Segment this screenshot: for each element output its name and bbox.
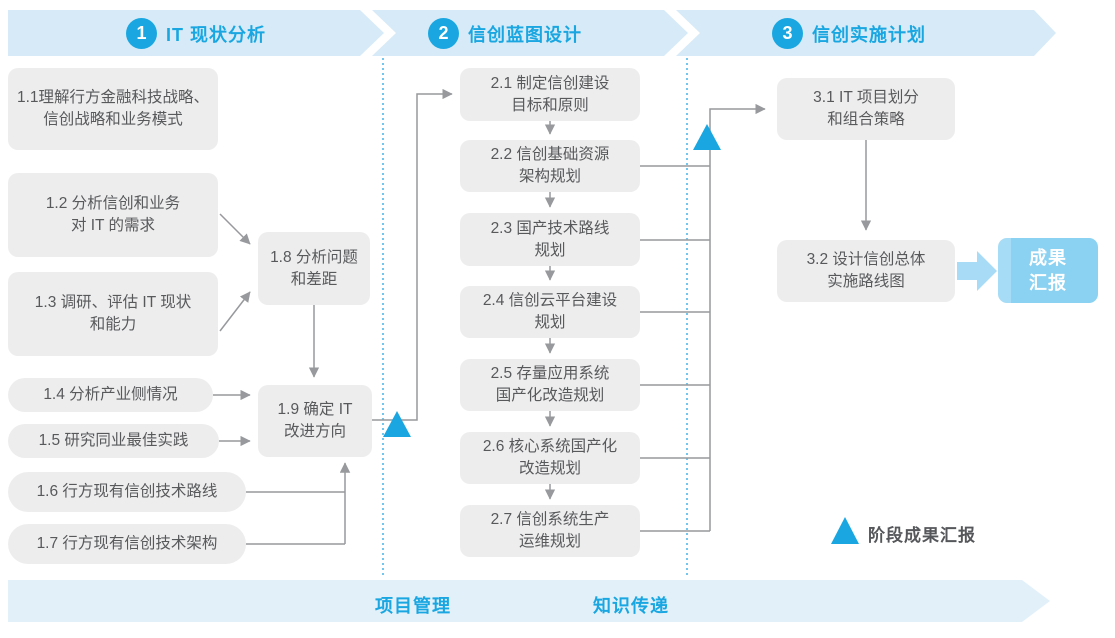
milestone-triangle-phase2-icon	[693, 124, 721, 150]
step-2-6-box: 2.6 核心系统国产化 改造规划	[460, 432, 640, 484]
phase-2-label: 信创蓝图设计	[468, 24, 582, 45]
legend-triangle-icon	[831, 517, 859, 544]
phase-1-header: 1 IT 现状分析	[126, 18, 266, 49]
milestone-triangle-phase1-icon	[383, 411, 411, 437]
step-2-2-box: 2.2 信创基础资源 架构规划	[460, 140, 640, 192]
connector-lines	[213, 88, 872, 545]
result-report-box: 成果 汇报	[998, 238, 1098, 303]
step-1-4-box: 1.4 分析产业侧情况	[8, 378, 213, 412]
step-1-2-box: 1.2 分析信创和业务 对 IT 的需求	[8, 173, 218, 257]
step-1-7-box: 1.7 行方现有信创技术架构	[8, 524, 246, 564]
phase-1-number-badge: 1	[126, 18, 157, 49]
phase-3-label: 信创实施计划	[812, 24, 926, 45]
bottom-label-knowledge-transfer: 知识传递	[593, 596, 669, 616]
step-1-5-box: 1.5 研究同业最佳实践	[8, 424, 219, 458]
legend-label: 阶段成果汇报	[868, 526, 976, 545]
step-1-3-box: 1.3 调研、评估 IT 现状 和能力	[8, 272, 218, 356]
phase-3-number-badge: 3	[772, 18, 803, 49]
phase-3-header: 3 信创实施计划	[772, 18, 926, 49]
step-2-5-box: 2.5 存量应用系统 国产化改造规划	[460, 359, 640, 411]
step-3-2-box: 3.2 设计信创总体 实施路线图	[777, 240, 955, 302]
phase-1-label: IT 现状分析	[166, 24, 266, 45]
phase-divider-dotted-lines	[382, 58, 688, 577]
bottom-band	[8, 580, 1050, 622]
step-1-8-box: 1.8 分析问题 和差距	[258, 232, 370, 305]
step-2-7-box: 2.7 信创系统生产 运维规划	[460, 505, 640, 557]
step-2-3-box: 2.3 国产技术路线 规划	[460, 213, 640, 266]
step-3-1-box: 3.1 IT 项目划分 和组合策略	[777, 78, 955, 140]
step-1-1-box: 1.1理解行方金融科技战略、 信创战略和业务模式	[8, 68, 218, 150]
step-2-1-box: 2.1 制定信创建设 目标和原则	[460, 68, 640, 121]
step-1-6-box: 1.6 行方现有信创技术路线	[8, 472, 246, 512]
result-flow-arrow-icon	[957, 251, 997, 291]
step-1-9-box: 1.9 确定 IT 改进方向	[258, 385, 372, 457]
phase-2-number-badge: 2	[428, 18, 459, 49]
bottom-label-project-management: 项目管理	[375, 596, 451, 616]
step-2-4-box: 2.4 信创云平台建设 规划	[460, 286, 640, 338]
phase-2-header: 2 信创蓝图设计	[428, 18, 582, 49]
